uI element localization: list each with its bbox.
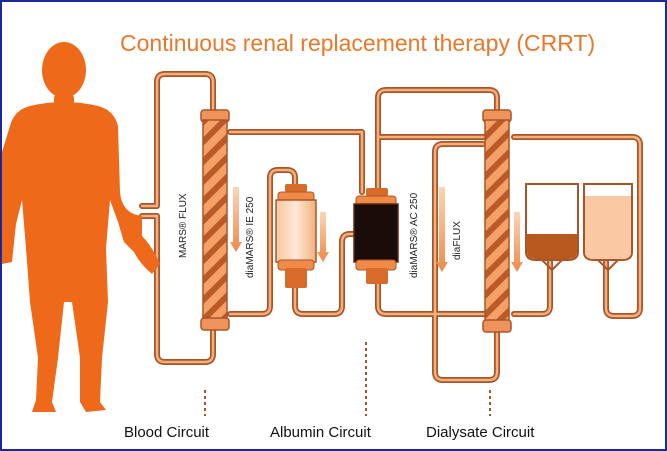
albumin-circuit-label: Albumin Circuit xyxy=(270,424,371,441)
diamars-ac250-label: diaMARS® AC 250 xyxy=(409,192,420,278)
leader-lines xyxy=(204,342,491,416)
tubing xyxy=(139,71,643,383)
flow-arrow-diaflux xyxy=(511,212,523,272)
flow-arrow-dialysate xyxy=(436,187,448,272)
diamars-ie250-cartridge xyxy=(275,184,317,288)
mars-flux-filter xyxy=(200,109,230,331)
diamars-ac250-cartridge xyxy=(353,188,399,284)
flow-arrow-albumin xyxy=(317,212,329,262)
diaflux-filter xyxy=(482,109,512,333)
diagram-title: Continuous renal replacement therapy (CR… xyxy=(120,30,596,56)
diaflux-label: diaFLUX xyxy=(452,221,463,260)
blood-circuit-label: Blood Circuit xyxy=(124,424,210,441)
dialysate-circuit-label: Dialysate Circuit xyxy=(426,424,535,441)
flow-arrow-blood xyxy=(230,187,242,252)
human-silhouette xyxy=(2,42,160,412)
dialysate-bag xyxy=(583,183,633,272)
diamars-ie250-label: diaMARS® IE 250 xyxy=(245,196,256,278)
mars-flux-label: MARS® FLUX xyxy=(178,193,189,258)
waste-bag xyxy=(525,183,579,272)
